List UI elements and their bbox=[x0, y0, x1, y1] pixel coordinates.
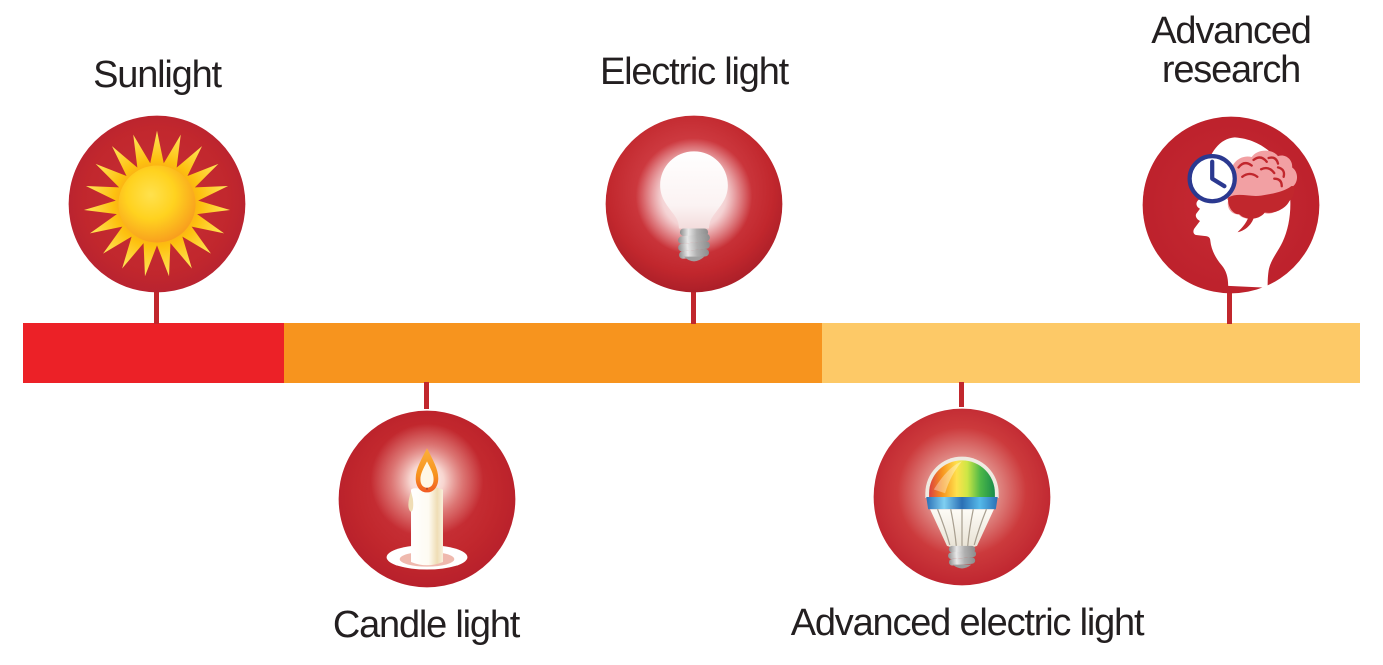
connector-line bbox=[691, 292, 696, 324]
head-brain-clock-icon bbox=[1142, 116, 1320, 294]
milestone-label: Candle light bbox=[332, 604, 520, 646]
sun-icon bbox=[68, 115, 246, 293]
milestone-label: Electric light bbox=[599, 51, 789, 93]
milestone-label: Sunlight bbox=[93, 54, 222, 96]
bar-segment-sunlight-era bbox=[23, 323, 284, 383]
connector-line bbox=[154, 292, 159, 324]
candle-icon bbox=[338, 410, 516, 588]
incandescent-bulb-icon bbox=[605, 115, 783, 293]
connector-line bbox=[959, 382, 964, 407]
led-bulb-icon bbox=[873, 408, 1051, 586]
timeline-bar bbox=[23, 323, 1360, 383]
connector-line bbox=[424, 382, 429, 409]
milestone-label: Advanced electric light bbox=[790, 602, 1145, 644]
connector-line bbox=[1227, 293, 1232, 324]
milestone-label: Advanced research bbox=[1151, 10, 1312, 91]
bar-segment-advanced-era bbox=[822, 323, 1360, 383]
bar-segment-electric-era bbox=[284, 323, 822, 383]
